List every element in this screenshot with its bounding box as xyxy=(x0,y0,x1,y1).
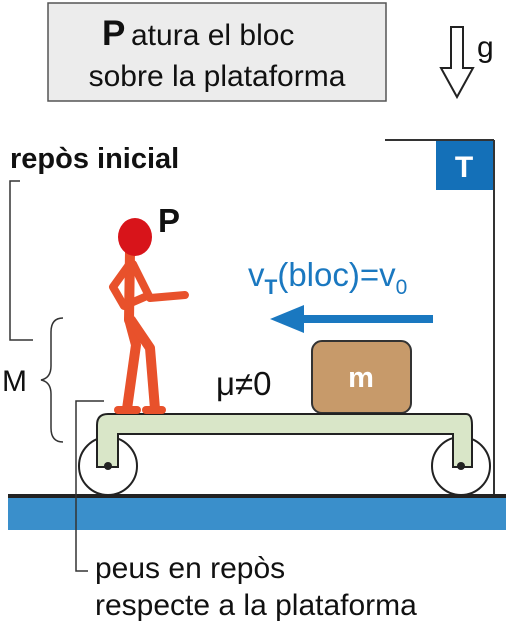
person-head xyxy=(118,218,152,256)
right-axle xyxy=(457,462,465,470)
left-axle xyxy=(104,462,112,470)
gravity-label: g xyxy=(477,31,494,64)
title-box-frame xyxy=(47,2,387,102)
title-box: P atura el bloc sobre la plataforma xyxy=(47,2,387,102)
frame-badge-label: T xyxy=(455,151,473,184)
title-letter: P xyxy=(102,14,125,53)
platform xyxy=(96,413,473,468)
feet-note-bracket xyxy=(75,400,104,572)
floor-line xyxy=(8,494,506,498)
mass-label: M xyxy=(2,365,27,398)
feet-note-line2: respecte a la plataforma xyxy=(95,589,417,622)
title-line2: sobre la plataforma xyxy=(89,60,346,93)
gravity-arrow-icon xyxy=(439,26,475,100)
velocity-rhs-symbol: v xyxy=(379,256,396,293)
floor xyxy=(8,498,506,530)
block-label: m xyxy=(348,362,374,394)
velocity-arrow-icon xyxy=(270,305,304,333)
velocity-label: vT(bloc)=v0 xyxy=(248,256,407,299)
velocity-symbol: v xyxy=(248,256,265,293)
initial-state-bracket xyxy=(9,180,33,341)
title-line1: atura el bloc xyxy=(131,19,294,52)
velocity-subscript-0: 0 xyxy=(396,276,408,299)
person-label: P xyxy=(158,202,180,239)
person-figure xyxy=(109,247,189,414)
frame-badge xyxy=(436,141,493,190)
velocity-subscript-t: T xyxy=(265,276,278,299)
initial-state-label: repòs inicial xyxy=(10,143,179,175)
mass-brace-icon xyxy=(40,317,64,443)
friction-label: μ≠0 xyxy=(216,365,271,402)
feet-note-line1: peus en repòs xyxy=(95,552,285,585)
velocity-middle: (bloc)= xyxy=(277,256,379,293)
